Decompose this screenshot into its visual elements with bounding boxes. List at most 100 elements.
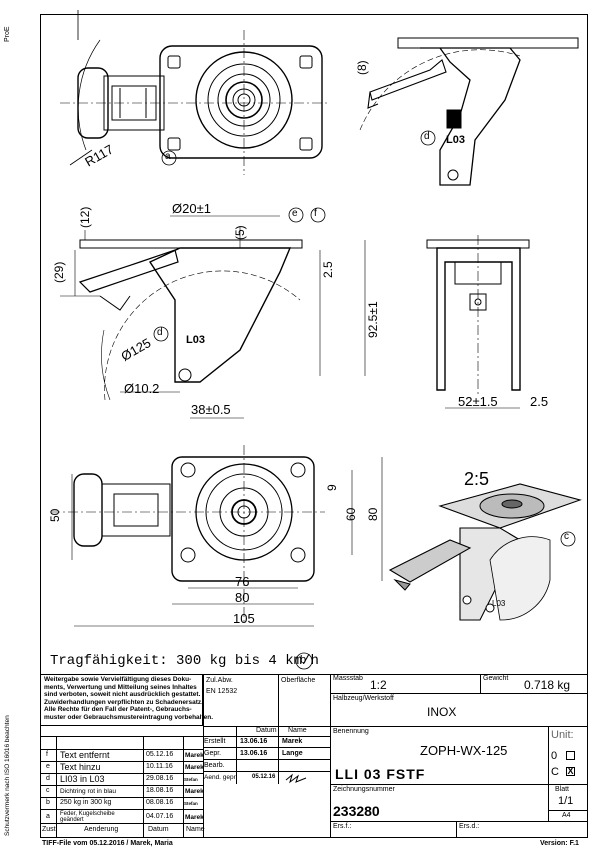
date-header: Datum (256, 727, 277, 734)
change-row-e-text: Text hinzu (60, 762, 101, 772)
zul-abw-label: Zul.Abw. (206, 677, 233, 684)
designation-2: LLI 03 FSTF (335, 766, 426, 782)
change-row-e-name: Marek (185, 764, 204, 771)
dim-38: 38±0.5 (191, 402, 231, 417)
scale-value: 1:2 (370, 678, 387, 692)
dim-80-v: 80 (366, 507, 380, 521)
dim-dia10-2: Ø10.2 (124, 381, 160, 396)
role-checked-name: Lange (282, 750, 303, 757)
top-view (60, 10, 330, 175)
callout-d-front: d (157, 327, 163, 338)
unit-opt-1-mark: C (551, 766, 559, 778)
change-row-c-date: 18.08.16 (146, 787, 174, 794)
change-header-datum: Datum (148, 826, 169, 833)
change-row-f-date: 05.12.16 (146, 751, 174, 758)
dim-12: (12) (78, 206, 92, 228)
change-row-f-name: Marek (185, 752, 204, 759)
role-edited: Bearb. (204, 762, 225, 769)
material-label: Halbzeug/Werkstoff (333, 695, 394, 702)
dim-92-5: 92.5±1 (366, 301, 380, 338)
weight-label: Gewicht (483, 675, 509, 682)
dim-9: 9 (325, 484, 339, 491)
change-row-e-id: e (46, 763, 50, 770)
logo-l03-top: L03 (446, 134, 465, 146)
change-row-d-id: d (46, 775, 50, 782)
sheet-label: Blatt (555, 786, 570, 793)
role-created: Erstellt (204, 738, 226, 745)
side-view (426, 235, 530, 409)
dim-80-h: 80 (235, 590, 250, 605)
unit-checkbox-1[interactable]: X (566, 766, 575, 776)
change-row-b-text: 250 kg in 300 kg (60, 799, 112, 806)
weight-value: 0.718 kg (524, 678, 571, 692)
change-row-a-text: Feder, Kugelscheibe geändert (60, 811, 115, 823)
change-header-name: Name (186, 826, 205, 833)
dim-5: (5) (233, 225, 247, 240)
change-row-a-name: Marek (185, 814, 204, 821)
footer-left: TIFF-File vom 05.12.2016 / Marek, Maria (42, 840, 173, 847)
change-row-f-id: f (46, 751, 48, 758)
zul-abw-value: EN 12532 (206, 688, 238, 695)
load-capacity: Tragfähigkeit: 300 kg bis 4 km/h (50, 653, 319, 669)
change-row-d-text: LI03 in L03 (60, 774, 105, 784)
callout-a: a (165, 151, 171, 162)
dim-29: (29) (52, 261, 66, 283)
dim-76: 76 (235, 574, 250, 589)
logo-l03-front: L03 (186, 334, 205, 346)
paper-format: A4 (562, 812, 571, 819)
change-row-c-name: Marek (185, 788, 204, 795)
callout-c: c (564, 531, 569, 542)
callout-f: f (314, 208, 317, 219)
callouts (153, 130, 576, 670)
role-change-checked: Aend. gepr. (204, 774, 238, 781)
change-row-a-id: a (46, 813, 50, 820)
iso-scale: 2:5 (464, 469, 490, 489)
change-row-b-name: Stefan (184, 801, 198, 806)
change-header-zust: Zust. (42, 826, 58, 833)
change-row-a-date: 04.07.16 (146, 813, 174, 820)
callout-d-top: d (424, 131, 430, 142)
dim-2-5-front: 2.5 (321, 261, 335, 278)
callout-e: e (292, 208, 298, 219)
change-header-aend: Aenderung (84, 826, 119, 833)
dim-60: 60 (344, 507, 358, 521)
side-top-view (359, 37, 579, 186)
designation-1: ZOPH-WX-125 (420, 743, 508, 758)
role-checked-date: 13.06.16 (240, 750, 268, 757)
ers-d: Ers.d.: (459, 823, 480, 830)
dim-105: 105 (233, 611, 255, 626)
role-checked: Gepr. (204, 750, 222, 757)
change-row-b-id: b (46, 799, 50, 806)
change-row-c-text: Dichtring rot in blau (60, 788, 116, 795)
signature (285, 773, 307, 784)
sheet-value: 1/1 (558, 795, 574, 807)
change-row-c-id: c (46, 787, 50, 794)
material-value: INOX (427, 705, 457, 719)
change-row-b-date: 08.08.16 (146, 799, 174, 806)
title-block (40, 674, 588, 838)
role-created-name: Marek (282, 738, 303, 745)
plate-view (50, 445, 383, 627)
callout-b: b (300, 654, 307, 666)
change-row-e-date: 10.11.16 (146, 763, 173, 770)
designation-label: Benennung (333, 728, 369, 735)
drawing-no: 233280 (333, 803, 380, 819)
ers-f: Ers.f.: (333, 823, 352, 830)
role-created-date: 13.06.16 (240, 738, 268, 745)
unit-checkbox-0[interactable] (566, 751, 575, 760)
dim-dia20: Ø20±1 (172, 201, 211, 216)
drawing-no-label: Zeichnungsnummer (333, 786, 395, 793)
change-row-d-name: Stefan (184, 777, 198, 782)
logo-l03-iso: L03 (492, 599, 506, 608)
dim-8: (8) (355, 60, 369, 75)
legal-box (40, 674, 203, 726)
scale-label: Massstab (333, 675, 363, 682)
unit-label: Unit: (551, 729, 574, 741)
legal-text: Weitergabe sowie Vervielfältigung dieses… (44, 676, 214, 721)
iso-view (388, 483, 582, 621)
dim-50: 50 (48, 508, 62, 522)
unit-opt-0-mark: 0 (551, 750, 558, 762)
role-change-date: 05.12.16 (252, 774, 276, 780)
